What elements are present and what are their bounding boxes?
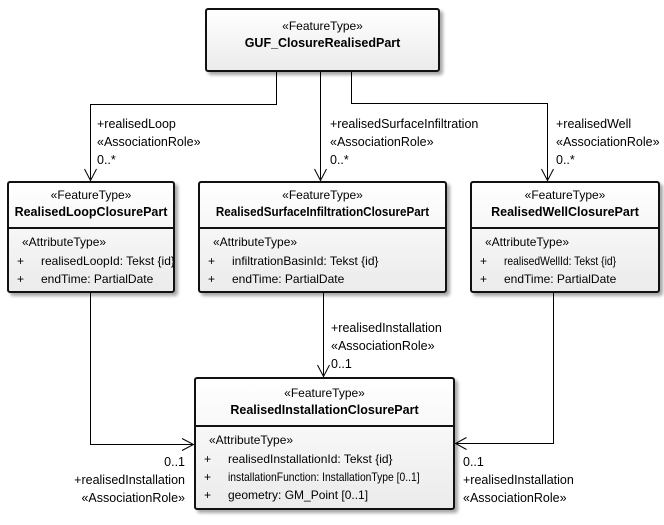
attribute-text: realisedInstallationId: Tekst {id}: [228, 452, 393, 466]
edge-role: +realisedLoop: [97, 117, 176, 131]
attribute-row: + infiltrationBasinId: Tekst {id}: [208, 254, 379, 268]
attribute-row: + installationFunction: InstallationType…: [204, 470, 420, 484]
edge-role: +realisedInstallation: [463, 473, 574, 487]
arrowhead-realised-loop: [84, 168, 97, 182]
class-name: RealisedInstallationClosurePart: [230, 403, 419, 417]
edge-multiplicity: 0..*: [556, 153, 575, 167]
edge-label-realised-surface-infiltration: +realisedSurfaceInfiltration «Associatio…: [330, 115, 478, 169]
attribute-row: + endTime: PartialDate: [480, 272, 617, 286]
class-realised-installation-closure-part: «FeatureType» RealisedInstallationClosur…: [194, 377, 455, 510]
class-name: RealisedSurfaceInfiltrationClosurePart: [215, 205, 430, 219]
attribute-text: installationFunction: InstallationType […: [228, 470, 420, 484]
edge-multiplicity: 0..1: [331, 357, 352, 371]
class-realised-well-closure-part: «FeatureType» RealisedWellClosurePart «A…: [470, 181, 660, 293]
edge-role: +realisedWell: [556, 117, 632, 131]
attribute-compartment-stereotype: «AttributeType»: [209, 433, 294, 447]
attribute-compartment-stereotype: «AttributeType»: [213, 235, 298, 249]
class-stereotype: «FeatureType»: [524, 188, 606, 202]
attribute-text: endTime: PartialDate: [41, 272, 154, 286]
edge-multiplicity: 0..*: [97, 153, 116, 167]
class-stereotype: «FeatureType»: [50, 188, 132, 202]
attribute-text: infiltrationBasinId: Tekst {id}: [232, 254, 379, 268]
edge-stereotype: «AssociationRole»: [556, 135, 660, 149]
edge-role: +realisedInstallation: [74, 473, 185, 487]
edge-label-realised-installation-mid: +realisedInstallation «AssociationRole» …: [331, 319, 442, 373]
edge-stereotype: «AssociationRole»: [97, 135, 201, 149]
edge-stereotype: «AssociationRole»: [81, 491, 185, 505]
edge-label-realised-installation-left: 0..1 +realisedInstallation «AssociationR…: [20, 453, 185, 507]
edge-stereotype: «AssociationRole»: [331, 339, 435, 353]
attribute-compartment-stereotype: «AttributeType»: [485, 235, 570, 249]
edge-role: +realisedInstallation: [331, 321, 442, 335]
edge-multiplicity: 0..1: [463, 455, 484, 469]
attribute-row: + realisedLoopId: Tekst {id}: [17, 254, 175, 268]
edge-label-realised-installation-right: 0..1 +realisedInstallation «AssociationR…: [463, 453, 574, 507]
edge-label-realised-well: +realisedWell «AssociationRole» 0..*: [556, 115, 660, 169]
edge-multiplicity: 0..1: [164, 455, 185, 469]
class-realised-loop-closure-part: «FeatureType» RealisedLoopClosurePart «A…: [7, 181, 175, 293]
class-name: RealisedLoopClosurePart: [14, 205, 168, 219]
attribute-compartment-stereotype: «AttributeType»: [22, 235, 107, 249]
class-stereotype: «FeatureType»: [282, 19, 363, 33]
attribute-row: + geometry: GM_Point [0..1]: [204, 488, 369, 502]
attribute-row: + realisedWellId: Tekst {id}: [480, 254, 617, 268]
attribute-text: geometry: GM_Point [0..1]: [228, 488, 369, 502]
class-name: RealisedWellClosurePart: [491, 205, 639, 219]
edge-label-realised-loop: +realisedLoop «AssociationRole» 0..*: [97, 115, 201, 169]
connector-realised-installation-left: [90, 293, 192, 445]
arrowhead-realised-surface-infiltration: [314, 168, 327, 182]
attribute-row: + endTime: PartialDate: [17, 272, 154, 286]
arrowhead-realised-installation-mid: [317, 364, 330, 378]
attribute-text: realisedWellId: Tekst {id}: [504, 254, 617, 268]
edge-stereotype: «AssociationRole»: [330, 135, 434, 149]
attribute-text: endTime: PartialDate: [504, 272, 617, 286]
edge-stereotype: «AssociationRole»: [463, 491, 567, 505]
attribute-text: endTime: PartialDate: [232, 272, 345, 286]
arrowhead-realised-well: [541, 168, 554, 182]
class-stereotype: «FeatureType»: [282, 188, 363, 202]
attribute-text: realisedLoopId: Tekst {id}: [41, 254, 175, 268]
class-name: GUF_ClosureRealisedPart: [244, 36, 401, 50]
arrowhead-realised-installation-right: [454, 437, 467, 450]
class-stereotype: «FeatureType»: [284, 386, 365, 400]
arrowhead-realised-installation-left: [181, 438, 195, 451]
attribute-row: + endTime: PartialDate: [208, 272, 345, 286]
edge-multiplicity: 0..*: [330, 153, 349, 167]
class-realised-surface-infiltration-closure-part: «FeatureType» RealisedSurfaceInfiltratio…: [198, 181, 447, 293]
class-guf-closure-realised-part: «FeatureType» GUF_ClosureRealisedPart: [205, 8, 440, 72]
attribute-row: + realisedInstallationId: Tekst {id}: [204, 452, 393, 466]
edge-role: +realisedSurfaceInfiltration: [330, 117, 479, 131]
connector-realised-installation-right: [457, 293, 554, 444]
